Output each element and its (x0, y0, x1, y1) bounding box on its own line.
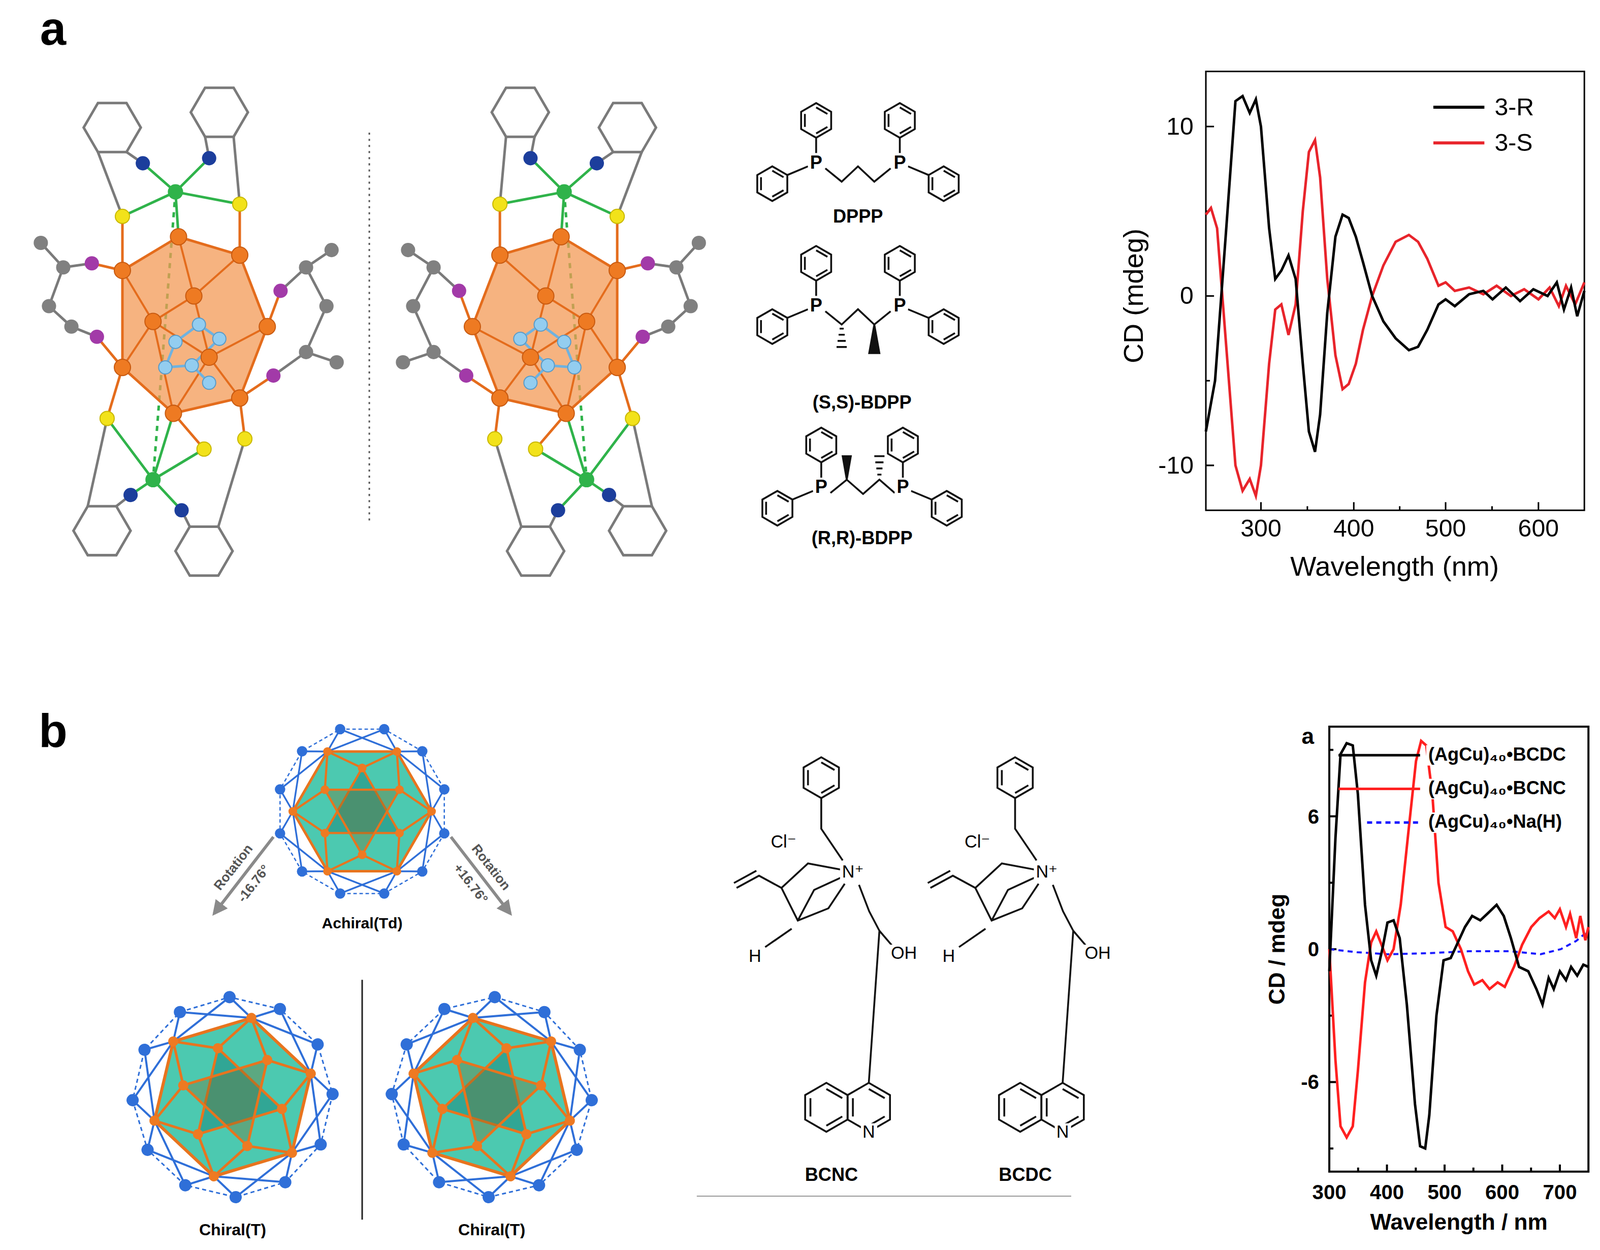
legend-label: (AgCu)₄₀•BCNC (1428, 777, 1566, 798)
atom-label: H (746, 947, 764, 967)
cd-chart-a (1205, 71, 1585, 511)
axis-tick-label: 0 (1307, 937, 1320, 960)
axis-tick-label: 400 (1369, 1180, 1404, 1203)
legend-label: (AgCu)₄₀•BCDC (1428, 743, 1566, 764)
legend-label: (AgCu)₄₀•Na(H) (1428, 811, 1562, 832)
axis-title: Wavelength (nm) (1290, 552, 1499, 583)
axis-tick-label: 300 (1240, 515, 1282, 542)
legend-entry: (AgCu)₄₀•BCNC (1426, 778, 1568, 799)
axis-tick-label: -10 (1158, 451, 1194, 479)
axis-tick-label: 6 (1307, 805, 1320, 828)
atom-label: N⁺ (840, 862, 867, 883)
axis-tick-label: 700 (1542, 1180, 1577, 1203)
atom-label: N⁺ (1033, 862, 1060, 883)
atom-label: P (891, 296, 908, 317)
axis-tick-label: 10 (1166, 113, 1194, 141)
legend-entry: 3-S (1494, 129, 1533, 157)
axis-title: Wavelength / nm (1369, 1209, 1548, 1235)
compound-name: (R,R)-BDPP (811, 528, 913, 550)
atom-label: H (940, 947, 958, 967)
legend-line-sample (1338, 787, 1421, 790)
legend-label: 3-R (1494, 92, 1534, 120)
panel-letter: b (38, 704, 68, 757)
cluster-label: Achiral(Td) (322, 914, 403, 932)
cd-chart-b (1329, 726, 1589, 1172)
compound-name: BCNC (805, 1165, 858, 1186)
legend-line-sample (1338, 753, 1421, 757)
legend-line-sample (1433, 105, 1485, 109)
phosphine-structures (757, 103, 963, 526)
atom-label: P (894, 477, 911, 498)
atom-label: P (891, 152, 908, 174)
axis-tick-label: 600 (1518, 515, 1559, 542)
cluster-label: Chiral(T) (199, 1220, 267, 1239)
atom-label: P (808, 296, 825, 317)
atom-label: N (1054, 1123, 1072, 1143)
cluster-b-art (104, 723, 620, 1225)
axis-title: CD (mdeg) (1119, 228, 1150, 364)
legend-line-sample (1366, 820, 1420, 824)
axis-title: CD / mdeg (1264, 893, 1290, 1005)
legend-label: 3-S (1494, 128, 1533, 156)
axis-tick-label: 400 (1333, 515, 1374, 542)
panel-letter: a (40, 2, 67, 55)
axis-tick-label: 0 (1179, 282, 1194, 310)
cluster-right (395, 87, 707, 576)
compound-name: BCDC (998, 1165, 1052, 1186)
atom-label: Cl⁻ (962, 833, 992, 853)
atom-label: P (808, 152, 825, 174)
atom-label: Cl⁻ (768, 833, 798, 853)
plot-letter: a (1301, 724, 1315, 750)
compound-name: DPPP (833, 207, 883, 228)
axis-tick-label: 300 (1312, 1180, 1347, 1203)
atom-label: P (813, 477, 830, 498)
axis-tick-label: 500 (1427, 1180, 1462, 1203)
legend-line-sample (1433, 141, 1485, 145)
legend-entry: (AgCu)₄₀•Na(H) (1426, 812, 1564, 833)
atom-label: OH (888, 944, 919, 964)
cinchona-structures (696, 756, 1086, 1196)
axis-tick-label: 600 (1485, 1180, 1520, 1203)
atom-label: OH (1082, 944, 1113, 964)
mirror-line (368, 132, 371, 521)
cluster-label: Chiral(T) (458, 1220, 526, 1239)
axis-tick-label: -6 (1300, 1070, 1320, 1093)
cluster-left (33, 87, 344, 576)
atom-label: N (860, 1123, 878, 1143)
compound-name: (S,S)-BDPP (812, 392, 912, 413)
legend-entry: 3-R (1494, 93, 1534, 121)
axis-tick-label: 500 (1425, 515, 1466, 542)
legend-entry: (AgCu)₄₀•BCDC (1426, 744, 1568, 765)
